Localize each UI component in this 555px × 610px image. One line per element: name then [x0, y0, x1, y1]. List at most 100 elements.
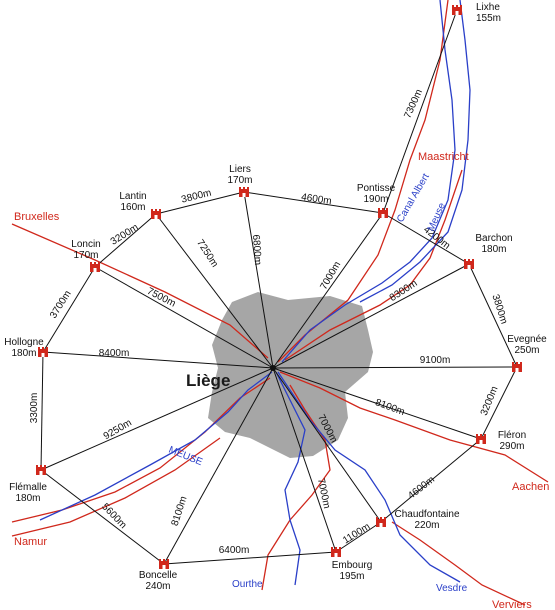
distance-label-spoke-embourg: 7000m — [315, 477, 332, 509]
fort-icon — [38, 347, 48, 357]
distance-label-spoke-evegnee: 9100m — [420, 355, 451, 366]
ring-line-evegnee-fleron — [480, 366, 518, 440]
fort-altitude-loncin: 170m — [73, 250, 98, 261]
distance-label-fleron-chaudfontaine: 4600m — [406, 474, 437, 501]
spoke-line-lantin — [155, 213, 274, 369]
fort-altitude-boncelle: 240m — [145, 581, 170, 592]
road-maastricht-east — [284, 169, 463, 361]
river-canal-albert — [359, 0, 471, 303]
fort-altitude-embourg: 195m — [339, 571, 364, 582]
fort-icon-door — [467, 265, 471, 269]
fort-icon — [378, 208, 388, 218]
center-point — [270, 365, 276, 371]
fort-name-flemalle: Flémalle — [9, 482, 47, 493]
road-bruxelles — [11, 223, 269, 359]
fort-name-fleron: Fléron — [498, 430, 526, 441]
fort-altitude-barchon: 180m — [481, 244, 506, 255]
fort-icon — [239, 187, 249, 197]
fort-name-lantin: Lantin — [119, 191, 146, 202]
city-label-aachen: Aachen — [512, 481, 549, 493]
fort-altitude-fleron: 290m — [499, 441, 524, 452]
spoke-line-pontisse — [272, 212, 384, 369]
city-label-verviers: Verviers — [492, 599, 532, 610]
ring-line-loncin-lantin — [94, 213, 157, 268]
fort-altitude-flemalle: 180m — [15, 493, 40, 504]
river-ourthe — [275, 371, 306, 586]
spoke-line-boncelle — [163, 367, 274, 565]
fort-icon — [36, 465, 46, 475]
road-ourthe-side — [261, 384, 331, 591]
spoke-line-barchon — [272, 263, 470, 369]
fort-icon — [512, 362, 522, 372]
fort-icon-door — [381, 214, 385, 218]
river-vesdre — [277, 371, 461, 583]
city-label-bruxelles: Bruxelles — [14, 211, 60, 223]
distance-label-spoke-loncin: 7500m — [145, 286, 177, 310]
fort-icon-door — [162, 565, 166, 569]
fort-name-embourg: Embourg — [332, 560, 373, 571]
fort-name-pontisse: Pontisse — [357, 183, 396, 194]
fort-icon — [464, 259, 474, 269]
fort-icon — [151, 209, 161, 219]
river-label-vesdre: Vesdre — [436, 583, 468, 594]
ring-line-hollogne-loncin — [42, 266, 96, 353]
distance-label-spoke-lantin: 7250m — [194, 238, 220, 270]
spoke-line-liers — [243, 191, 274, 369]
distance-label-pontisse-lixhe: 7300m — [402, 88, 424, 120]
ring-line-boncelle-flemalle — [40, 469, 165, 565]
fort-altitude-lantin: 160m — [120, 202, 145, 213]
distance-label-boncelle-flemalle: 5600m — [99, 501, 128, 531]
fort-icon-door — [93, 268, 97, 272]
distance-label-lantin-liers: 3800m — [180, 188, 212, 206]
ring-line-flemalle-hollogne — [40, 351, 44, 471]
distance-label-spoke-flemalle: 9250m — [102, 417, 134, 442]
fort-icon-door — [39, 471, 43, 475]
fort-altitude-hollogne: 180m — [11, 348, 36, 359]
road-namur-lower — [11, 437, 221, 537]
spoke-line-embourg — [272, 367, 337, 553]
spoke-line-chaudfontaine — [272, 367, 382, 523]
fort-icon — [159, 559, 169, 569]
forts: Lixhe155mPontisse190mBarchon180mEvegnée2… — [4, 2, 547, 592]
distance-label-evegnee-fleron: 3200m — [479, 385, 501, 417]
distance-label-spoke-liers: 6800m — [250, 234, 263, 265]
road-verviers — [391, 521, 526, 606]
fort-icon-door — [154, 215, 158, 219]
fort-icon-door — [515, 368, 519, 372]
fort-name-loncin: Loncin — [71, 239, 100, 250]
rivers — [39, 0, 471, 586]
city-label-namur: Namur — [14, 536, 47, 548]
distance-label-spoke-barchon: 8300m — [388, 278, 420, 304]
spoke-line-loncin — [94, 266, 274, 369]
fort-icon — [331, 547, 341, 557]
fort-name-barchon: Barchon — [475, 233, 512, 244]
river-meuse-north — [281, 0, 456, 363]
spoke-line-flemalle — [40, 367, 274, 471]
fort-icon-door — [479, 440, 483, 444]
river-meuse-south — [39, 371, 273, 521]
fort-name-hollogne: Hollogne — [4, 337, 44, 348]
distance-label-loncin-lantin: 3200m — [109, 222, 141, 248]
spoke-line-fleron — [272, 367, 482, 440]
fort-name-liers: Liers — [229, 164, 251, 175]
fort-icon — [376, 517, 386, 527]
fort-icon — [476, 434, 486, 444]
spoke-line-hollogne — [42, 351, 274, 369]
ring-line-fleron-chaudfontaine — [380, 438, 482, 523]
ring-line-liers-pontisse — [243, 191, 384, 214]
fort-icon-door — [455, 11, 459, 15]
fort-icon-door — [334, 553, 338, 557]
distance-label-flemalle-hollogne: 3300m — [29, 393, 40, 424]
liege-city-area — [208, 292, 373, 458]
ring-line-chaudfontaine-embourg — [335, 521, 382, 553]
